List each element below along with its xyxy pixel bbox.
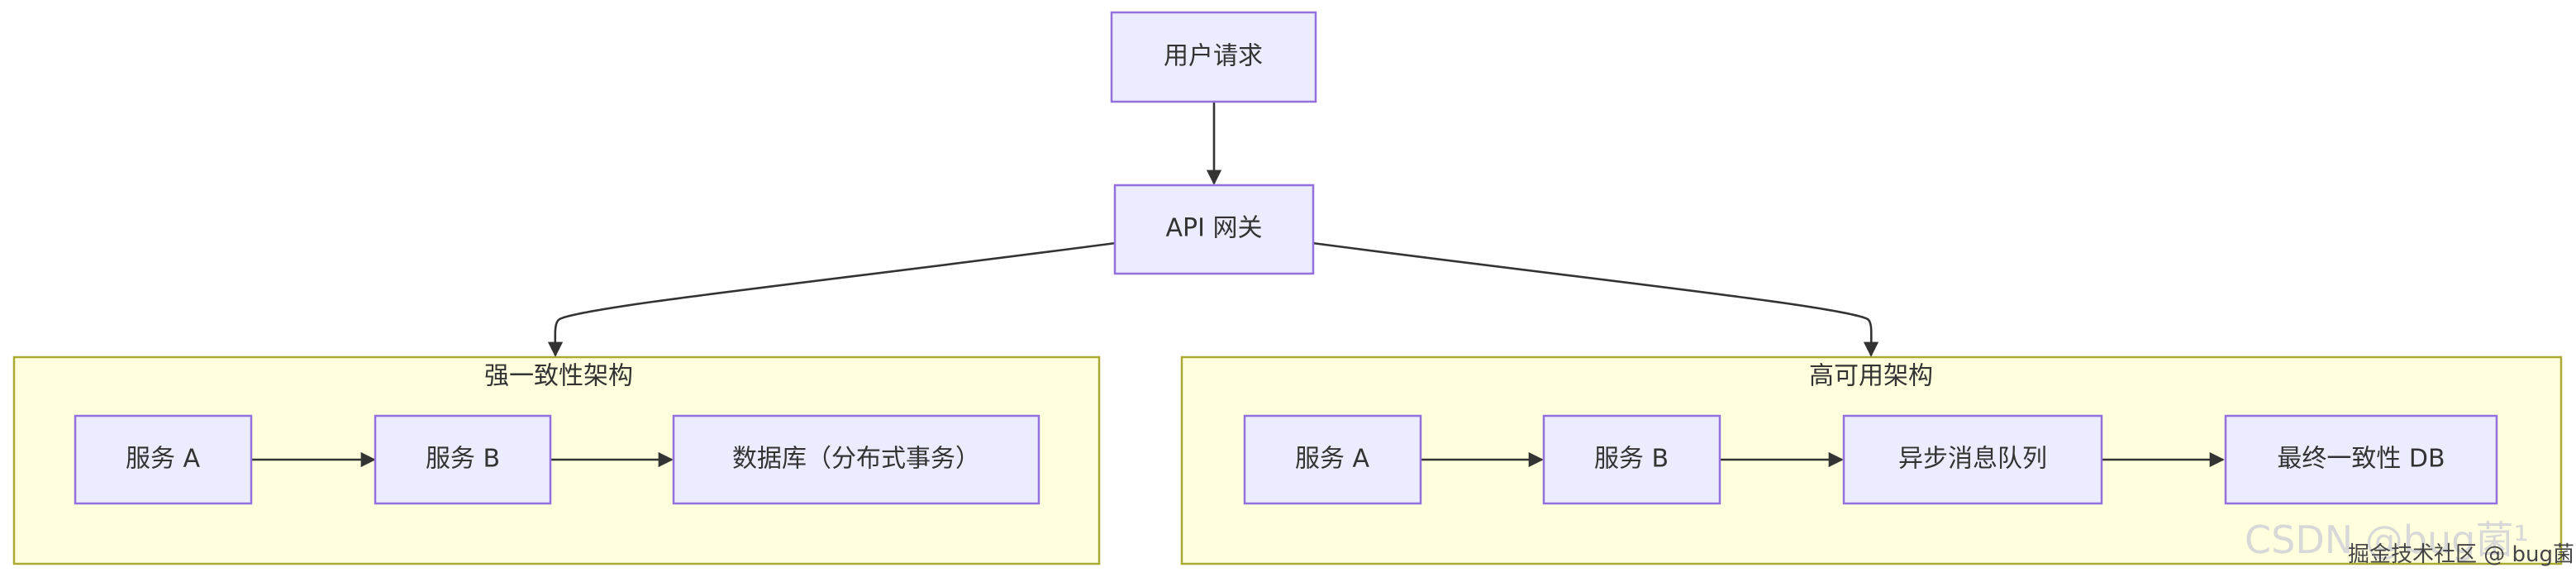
user-request-node: 用户请求 [1110,11,1317,103]
ha-service-a-node: 服务 A [1243,414,1422,505]
juejin-watermark: 掘金技术社区 @ bug菌 [2348,542,2574,567]
strong-database-label: 数据库（分布式事务） [732,445,980,474]
async-message-queue-label: 异步消息队列 [1898,445,2047,474]
user-request-label: 用户请求 [1164,42,1263,71]
strong-consistency-cluster-title: 强一致性架构 [484,362,633,391]
ha-service-a-label: 服务 A [1295,445,1370,474]
eventual-consistency-db-label: 最终一致性 DB [2277,445,2445,474]
strong-service-a-label: 服务 A [126,445,201,474]
strong-service-b-node: 服务 B [374,414,552,505]
ha-service-b-label: 服务 B [1594,445,1669,474]
ha-service-b-node: 服务 B [1542,414,1721,505]
edge-gateway-to-strong-cluster [547,241,1117,357]
api-gateway-node: API 网关 [1113,184,1315,275]
api-gateway-label: API 网关 [1166,214,1263,243]
async-message-queue-node: 异步消息队列 [1842,414,2103,505]
high-availability-cluster-title: 高可用架构 [1809,362,1933,391]
csdn-watermark: CSDN @bug菌¹ [2245,518,2529,562]
strong-service-b-label: 服务 B [426,445,500,474]
eventual-consistency-db-node: 最终一致性 DB [2224,414,2498,505]
edge-gateway-to-high-availability-cluster [1312,241,1879,357]
strong-database-node: 数据库（分布式事务） [672,414,1040,505]
strong-service-a-node: 服务 A [74,414,253,505]
